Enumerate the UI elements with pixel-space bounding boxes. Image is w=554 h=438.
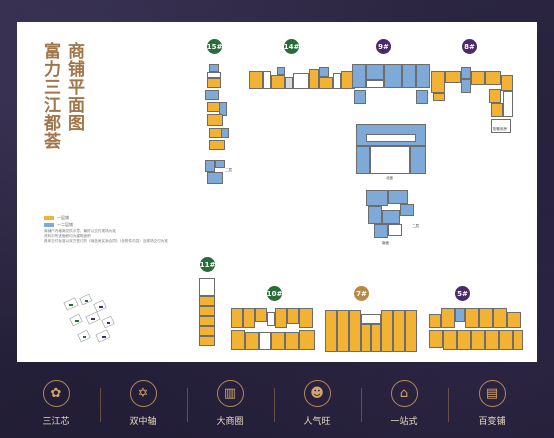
site-map	[63, 293, 115, 343]
plan-building-15: 二层	[203, 64, 233, 186]
feature-label: 人气旺	[303, 417, 331, 427]
feature-label: 百变铺	[478, 417, 506, 427]
feature-label: 双中轴	[129, 417, 157, 427]
floor-plan-card: 商铺平面图 富力三江都荟 一层铺 一二层铺 商铺户内格局仅供示意，最终以交付现场…	[17, 22, 537, 362]
plan-building-8: 配套用房	[431, 67, 513, 137]
legend-item-single: 一层铺	[44, 214, 73, 221]
building-badge-15: 15#	[207, 39, 222, 54]
feature-baibianpu: ▤ 百变铺	[462, 380, 522, 427]
people-icon: ☻	[303, 380, 331, 407]
buildings-icon: ▥	[216, 380, 244, 407]
note-line: 资料中所述面积均为建筑面积	[44, 234, 91, 238]
page-title-main: 商铺平面图	[64, 42, 84, 132]
feature-renqiwang: ☻ 人气旺	[287, 380, 347, 427]
divider	[274, 388, 275, 422]
plan-building-14	[249, 67, 359, 97]
page-title-project: 富力三江都荟	[40, 42, 60, 150]
plan-building-10	[231, 306, 321, 352]
building-badge-14: 14#	[284, 39, 299, 54]
shop-icon: ▤	[478, 380, 506, 407]
legend-item-double: 一二层铺	[44, 221, 73, 228]
disclaimer-note: 商铺户内格局仅供示意，最终以交付现场为准 资料中所述面积均为建筑面积 具体交付标…	[44, 229, 204, 244]
flower-icon: ✿	[42, 380, 70, 407]
plan-label: 二层	[412, 224, 419, 228]
feature-label: 三江芯	[42, 417, 70, 427]
legend: 一层铺 一二层铺	[44, 214, 73, 228]
plan-building-9: 北面 南面 二层	[352, 64, 432, 249]
feature-label: 大商圈	[216, 417, 244, 427]
plan-label: 配套用房	[493, 127, 507, 131]
building-badge-10: 10#	[267, 286, 282, 301]
feature-sanjiangxin: ✿ 三江芯	[26, 380, 86, 427]
building-badge-8: 8#	[462, 39, 477, 54]
legend-label: 一二层铺	[57, 221, 73, 227]
building-badge-11: 11#	[200, 257, 215, 272]
divider	[448, 388, 449, 422]
legend-label: 一层铺	[57, 214, 69, 220]
feature-shuangzhongzhou: ✡ 双中轴	[113, 380, 173, 427]
star-icon: ✡	[129, 380, 157, 407]
plan-label: 北面	[386, 176, 393, 180]
building-badge-5: 5#	[455, 286, 470, 301]
house-icon: ⌂	[390, 380, 418, 407]
plan-building-11	[197, 278, 221, 352]
note-line: 商铺户内格局仅供示意，最终以交付现场为准	[44, 229, 116, 233]
legend-swatch-yellow	[44, 215, 54, 220]
feature-bar: ✿ 三江芯 ✡ 双中轴 ▥ 大商圈 ☻ 人气旺 ⌂ 一站式 ▤ 百变铺	[0, 370, 554, 438]
plan-building-7	[325, 306, 419, 356]
building-badge-7: 7#	[354, 286, 369, 301]
plan-label: 二层	[225, 168, 232, 172]
feature-yizhanshi: ⌂ 一站式	[374, 380, 434, 427]
note-line: 具体交付标准以双方签订的《商品房买卖合同》（含附件内容）及现场交付为准	[44, 239, 168, 243]
feature-label: 一站式	[390, 417, 418, 427]
divider	[361, 388, 362, 422]
plan-building-5	[429, 306, 525, 356]
plan-label: 南面	[382, 241, 389, 245]
feature-dashangquan: ▥ 大商圈	[200, 380, 260, 427]
building-badge-9: 9#	[376, 39, 391, 54]
divider	[100, 388, 101, 422]
legend-swatch-blue	[44, 222, 54, 227]
divider	[187, 388, 188, 422]
